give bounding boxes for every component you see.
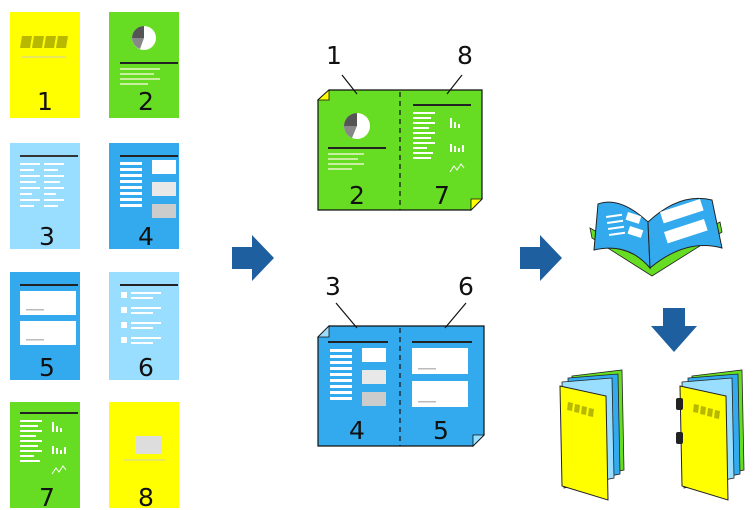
spread-green: 2 7 1 8 [316, 41, 483, 211]
image-boxes-icon [20, 291, 76, 345]
spread-blue: 4 5 3 6 [317, 272, 485, 447]
source-page-8: 8 [109, 402, 179, 510]
dashes-icon [20, 36, 68, 48]
text-columns-icon [20, 163, 64, 207]
right-arrow-icon [232, 235, 274, 281]
left-page-number: 2 [349, 181, 365, 210]
callout-left: 1 [326, 41, 342, 70]
callout-right: 8 [457, 41, 473, 70]
down-arrow-icon [651, 308, 697, 352]
pie-chart-icon [132, 26, 156, 50]
source-page-1: 1 [10, 12, 80, 118]
ring-bound-booklet-icon [676, 369, 745, 501]
right-page-number: 5 [433, 416, 449, 445]
right-arrow-icon [520, 235, 562, 281]
page-number: 6 [138, 353, 154, 382]
page-number: 1 [37, 87, 53, 116]
left-page-number: 4 [349, 416, 365, 445]
source-page-6: 6 [109, 272, 179, 382]
page-number: 2 [138, 87, 154, 116]
open-booklet-icon [589, 197, 723, 277]
page-number: 7 [39, 483, 55, 510]
bar-chart-icon [20, 420, 67, 475]
page-number: 8 [138, 483, 154, 510]
image-icon [124, 436, 166, 461]
bullet-list-icon [121, 292, 161, 344]
source-page-3: 3 [10, 143, 80, 251]
text-with-images-icon [120, 160, 176, 218]
source-page-5: 5 [10, 272, 80, 382]
stapled-booklet-icon [559, 369, 625, 501]
source-page-7: 7 [10, 402, 80, 510]
page-number: 5 [39, 353, 55, 382]
right-page-number: 7 [434, 181, 450, 210]
pie-chart-icon [344, 113, 370, 139]
callout-right: 6 [458, 272, 474, 301]
page-number: 3 [39, 222, 55, 251]
source-page-2: 2 [109, 12, 179, 118]
page-number: 4 [138, 222, 154, 251]
source-page-4: 4 [109, 143, 179, 251]
callout-left: 3 [325, 272, 341, 301]
